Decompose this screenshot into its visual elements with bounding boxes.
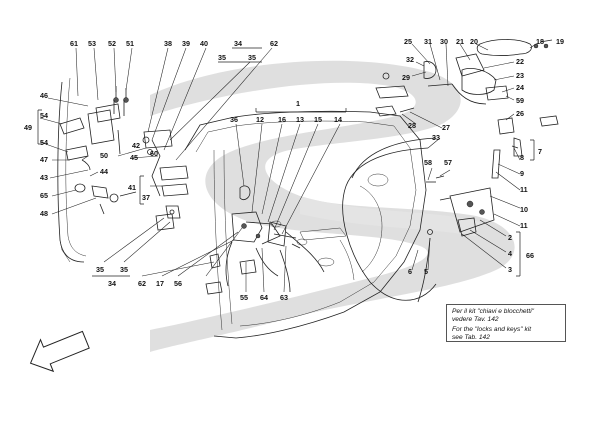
part-number: 48	[40, 209, 48, 218]
part-number: 31	[424, 37, 432, 46]
part-number: 30	[440, 37, 448, 46]
part-number: 9	[520, 169, 524, 178]
part-number: 55	[240, 293, 248, 302]
door-inner-panel	[184, 110, 427, 339]
part-number: 6	[408, 267, 412, 276]
part-number: 18	[536, 37, 544, 46]
note-english-line-2: see Tab. 142	[452, 333, 490, 341]
orientation-arrow-icon	[29, 330, 90, 373]
part-number: 11	[520, 185, 528, 194]
part-number: 65	[40, 191, 48, 200]
kit-reference-note: Per il kit "chiavi e blocchetti" vedere …	[446, 304, 566, 342]
door-latch	[426, 175, 495, 237]
note-english-line-1: For the "locks and keys" kit	[452, 326, 532, 334]
part-number: 10	[520, 205, 528, 214]
part-number: 57	[444, 158, 452, 167]
part-number: 24	[516, 83, 524, 92]
part-number: 35	[120, 265, 128, 274]
part-number: 1	[296, 99, 300, 108]
part-number-labels: 61 53 52 51 38 39 40 34 35 35 62 1 25 31…	[24, 37, 564, 302]
part-number: 17	[156, 279, 164, 288]
part-number: 64	[260, 293, 268, 302]
part-number: 38	[164, 39, 172, 48]
part-number: 45	[130, 153, 138, 162]
part-number: 2	[508, 233, 512, 242]
part-number: 23	[516, 71, 524, 80]
hinge-assembly	[59, 86, 129, 215]
part-number: 46	[40, 91, 48, 100]
part-number: 16	[278, 115, 286, 124]
check-strap	[142, 129, 189, 219]
part-number: 5	[424, 267, 428, 276]
part-number: 40	[200, 39, 208, 48]
part-number: 62	[270, 39, 278, 48]
part-number: 35	[248, 53, 256, 62]
part-number: 52	[108, 39, 116, 48]
inner-lock-mechanism	[205, 185, 301, 295]
part-number: 20	[470, 37, 478, 46]
group-brackets	[37, 47, 535, 277]
outer-handle-assembly	[375, 39, 559, 179]
part-number: 25	[404, 37, 412, 46]
part-number: 41	[128, 183, 136, 192]
part-number: 35	[218, 53, 226, 62]
part-number: 54	[40, 138, 48, 147]
part-number: 7	[538, 147, 542, 156]
part-number: 61	[70, 39, 78, 48]
part-number: 54	[40, 111, 48, 120]
note-italian-line-1: Per il kit "chiavi e blocchetti"	[452, 308, 535, 315]
lower-left-brackets	[119, 191, 175, 231]
part-number: 34	[234, 39, 242, 48]
part-number: 15	[314, 115, 322, 124]
watermark-swoosh	[150, 60, 515, 352]
part-number: 42	[132, 141, 140, 150]
part-number: 39	[182, 39, 190, 48]
part-number: 19	[556, 37, 564, 46]
part-number: 43	[40, 173, 48, 182]
part-number: 8	[520, 153, 524, 162]
part-number: 4	[508, 249, 512, 258]
part-number: 32	[406, 55, 414, 64]
part-number: 21	[456, 37, 464, 46]
door-frame-left	[57, 77, 87, 263]
part-number: 63	[280, 293, 288, 302]
part-number: 12	[256, 115, 264, 124]
note-italian-line-2: vedere Tav. 142	[452, 315, 499, 323]
part-number: 53	[88, 39, 96, 48]
part-number: 22	[516, 57, 524, 66]
release-cables	[285, 137, 437, 303]
part-number: 56	[174, 279, 182, 288]
part-number: 66	[526, 251, 534, 260]
part-number: 28	[408, 121, 416, 130]
part-number: 13	[296, 115, 304, 124]
part-number: 11	[520, 221, 528, 230]
part-number: 62	[138, 279, 146, 288]
part-number: 37	[142, 193, 150, 202]
part-number: 59	[516, 96, 524, 105]
part-number: 34	[108, 279, 116, 288]
part-number: 33	[432, 133, 440, 142]
part-number: 50	[100, 151, 108, 160]
part-number: 60	[150, 149, 158, 158]
leader-lines	[39, 43, 537, 293]
part-number: 36	[230, 115, 238, 124]
part-number: 27	[442, 123, 450, 132]
part-number: 29	[402, 73, 410, 82]
part-number: 44	[100, 167, 108, 176]
part-number: 26	[516, 109, 524, 118]
part-number: 49	[24, 123, 32, 132]
part-number: 47	[40, 155, 48, 164]
part-number: 58	[424, 158, 432, 167]
part-number: 51	[126, 39, 134, 48]
part-number: 35	[96, 265, 104, 274]
part-number: 3	[508, 265, 512, 274]
part-number: 14	[334, 115, 342, 124]
